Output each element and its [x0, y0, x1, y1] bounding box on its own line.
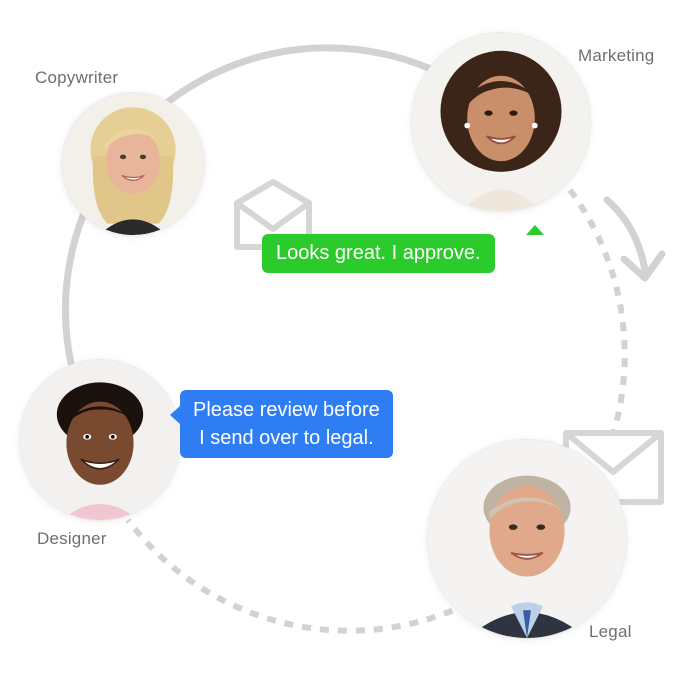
approval-message-bubble: Looks great. I approve. — [262, 225, 544, 273]
envelope-icon — [234, 179, 312, 250]
loop-solid-arc — [62, 44, 474, 372]
role-label-designer: Designer — [37, 529, 107, 548]
review-message-line-2: I send over to legal. — [199, 427, 374, 449]
avatar-legal — [428, 440, 626, 638]
review-request-bubble: Please review before I send over to lega… — [170, 390, 393, 458]
approval-message-text: Looks great. I approve. — [276, 242, 481, 264]
arrow-down-icon — [603, 196, 666, 282]
bubble-tail — [170, 406, 180, 424]
role-label-copywriter: Copywriter — [35, 68, 119, 87]
role-label-marketing: Marketing — [578, 46, 655, 65]
review-message-line-1: Please review before — [193, 399, 380, 421]
role-label-legal: Legal — [589, 622, 632, 641]
avatar-designer — [20, 360, 180, 520]
avatar-copywriter — [62, 93, 204, 235]
avatar-marketing — [412, 33, 590, 211]
bubble-tail — [526, 225, 544, 235]
